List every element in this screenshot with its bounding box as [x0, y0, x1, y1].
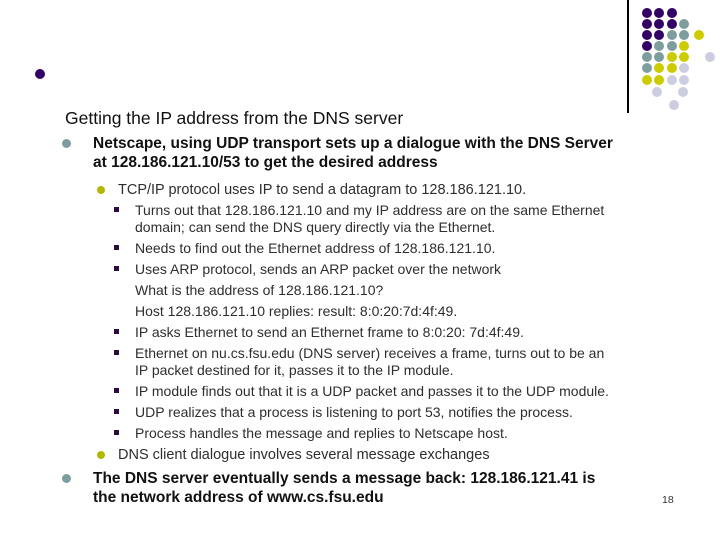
- decor-dot: [705, 52, 715, 62]
- title-bullet-icon: [35, 69, 45, 79]
- bullet-text: Turns out that 128.186.121.10 and my IP …: [135, 202, 605, 235]
- bullet-continuation-line: Host 128.186.121.10 replies: result: 8:0…: [0, 303, 720, 320]
- bullet-item-level-4: IP module finds out that it is a UDP pac…: [0, 383, 720, 400]
- bullet-marker-icon: [114, 388, 119, 393]
- decor-dot: [642, 63, 652, 73]
- decor-dot: [679, 52, 689, 62]
- bullet-item-level-3: DNS client dialogue involves several mes…: [0, 446, 720, 464]
- decor-vertical-line: [627, 0, 629, 113]
- decor-dot: [642, 8, 652, 18]
- bullet-item-level-4: Needs to find out the Ethernet address o…: [0, 240, 720, 257]
- bullet-marker-icon: [97, 451, 105, 459]
- decor-dot: [679, 75, 689, 85]
- bullet-marker-icon: [114, 245, 119, 250]
- decor-dot: [678, 87, 688, 97]
- decor-dot: [667, 19, 677, 29]
- bullet-text: The DNS server eventually sends a messag…: [93, 470, 596, 506]
- bullet-item-level-3: TCP/IP protocol uses IP to send a datagr…: [0, 181, 720, 199]
- bullet-marker-icon: [114, 207, 119, 212]
- decor-dot: [667, 30, 677, 40]
- decor-dot: [642, 75, 652, 85]
- bullet-marker-icon: [114, 329, 119, 334]
- bullet-text: Netscape, using UDP transport sets up a …: [93, 135, 613, 171]
- decor-dot: [652, 87, 662, 97]
- bullet-text: IP module finds out that it is a UDP pac…: [135, 383, 609, 399]
- decor-dot: [654, 41, 664, 51]
- bullet-text: Process handles the message and replies …: [135, 425, 508, 441]
- bullet-marker-icon: [114, 350, 119, 355]
- decor-dot: [654, 75, 664, 85]
- bullet-text: UDP realizes that a process is listening…: [135, 404, 573, 420]
- bullet-item-level-4: Uses ARP protocol, sends an ARP packet o…: [0, 261, 720, 278]
- bullet-item-level-4: Turns out that 128.186.121.10 and my IP …: [0, 202, 720, 236]
- bullet-marker-icon: [114, 409, 119, 414]
- decor-dot: [667, 8, 677, 18]
- bullet-item-level-4: Process handles the message and replies …: [0, 425, 720, 442]
- slide-content: Getting the IP address from the DNS serv…: [0, 63, 720, 507]
- bullet-marker-icon: [114, 430, 119, 435]
- bullet-item-level-4: Ethernet on nu.cs.fsu.edu (DNS server) r…: [0, 345, 720, 379]
- bullet-text: DNS client dialogue involves several mes…: [118, 447, 490, 463]
- decor-dot: [654, 19, 664, 29]
- bullet-text: Uses ARP protocol, sends an ARP packet o…: [135, 261, 502, 277]
- decor-dot: [642, 19, 652, 29]
- decor-dot: [679, 30, 689, 40]
- decor-dot: [667, 52, 677, 62]
- decor-dot: [642, 41, 652, 51]
- decor-dot: [642, 30, 652, 40]
- decor-dot: [669, 100, 679, 110]
- slide-page-number: 18: [662, 494, 674, 506]
- bullet-item-level-4: UDP realizes that a process is listening…: [0, 404, 720, 421]
- bullet-item-level-4: IP asks Ethernet to send an Ethernet fra…: [0, 324, 720, 341]
- decor-dot: [667, 63, 677, 73]
- bullet-item-level-2: The DNS server eventually sends a messag…: [0, 469, 720, 507]
- bullet-text: What is the address of 128.186.121.10?: [135, 282, 384, 298]
- decor-dot: [654, 30, 664, 40]
- bullet-marker-icon: [114, 266, 119, 271]
- decor-dot: [667, 41, 677, 51]
- decor-dot: [679, 19, 689, 29]
- decor-dot: [654, 63, 664, 73]
- decor-dot: [694, 30, 704, 40]
- bullet-item-level-2: Netscape, using UDP transport sets up a …: [0, 134, 720, 172]
- decor-dot: [654, 8, 664, 18]
- decor-dot: [654, 52, 664, 62]
- decor-dot: [642, 52, 652, 62]
- title-text: Getting the IP address from the DNS serv…: [65, 108, 404, 128]
- slide-title: Getting the IP address from the DNS serv…: [0, 63, 720, 129]
- bullet-continuation-line: What is the address of 128.186.121.10?: [0, 282, 720, 299]
- bullet-marker-icon: [97, 186, 105, 194]
- bullet-text: Needs to find out the Ethernet address o…: [135, 240, 496, 256]
- decor-dot: [679, 63, 689, 73]
- bullet-text: Ethernet on nu.cs.fsu.edu (DNS server) r…: [135, 345, 605, 378]
- bullet-marker-icon: [62, 139, 71, 148]
- decor-dot: [679, 41, 689, 51]
- bullet-marker-icon: [62, 474, 71, 483]
- bullet-text: IP asks Ethernet to send an Ethernet fra…: [135, 324, 524, 340]
- bullet-text: Host 128.186.121.10 replies: result: 8:0…: [135, 303, 458, 319]
- bullet-text: TCP/IP protocol uses IP to send a datagr…: [118, 182, 527, 198]
- decor-dot: [667, 75, 677, 85]
